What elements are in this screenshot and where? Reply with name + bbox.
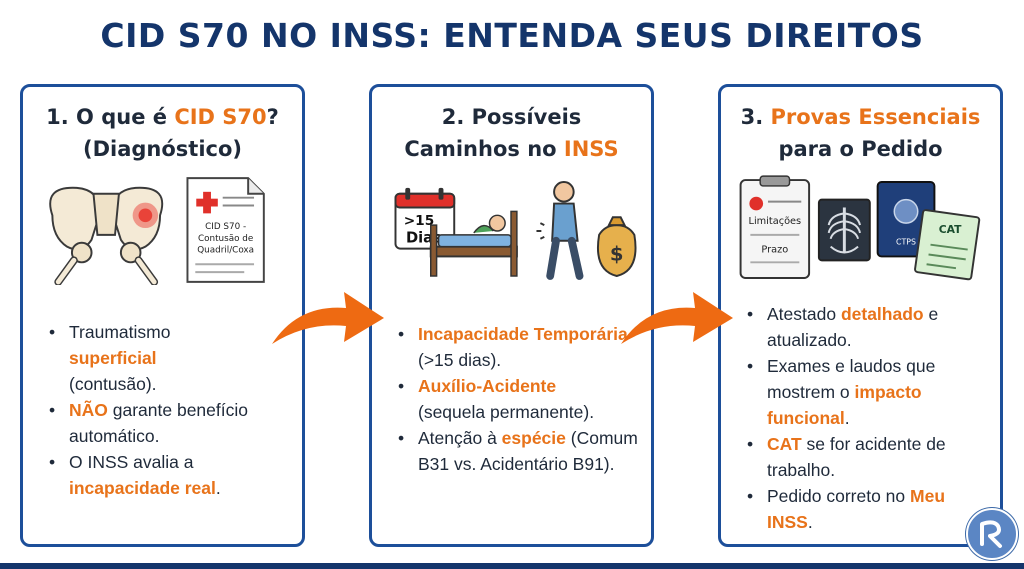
svg-text:Contusão de: Contusão de	[198, 234, 253, 244]
list-item: Atestado detalhado e atualizado.	[747, 301, 988, 353]
xray-icon	[817, 198, 871, 262]
list-item: CAT se for acidente de trabalho.	[747, 431, 988, 483]
injured-person-icon	[536, 181, 584, 280]
card1-illustration: CID S70 - Contusão de Quadril/Coxa	[49, 177, 265, 285]
svg-text:Quadril/Coxa: Quadril/Coxa	[197, 246, 254, 256]
page-title: CID S70 NO INSS: ENTENDA SEUS DIREITOS	[100, 16, 924, 55]
svg-text:CTPS: CTPS	[896, 238, 916, 247]
money-bag-icon: $	[597, 216, 637, 278]
card-cid-s70: 1. O que é CID S70? (Diagnóstico) CI	[20, 84, 305, 547]
bullet-list: Atestado detalhado e atualizado. Exames …	[747, 301, 988, 535]
svg-text:Prazo: Prazo	[761, 245, 788, 256]
svg-text:CAT: CAT	[939, 223, 962, 236]
medical-document-icon: CID S70 - Contusão de Quadril/Coxa	[186, 177, 265, 283]
arrow-right-icon	[621, 292, 733, 344]
card-provas-essenciais: 3. Provas Essenciais para o Pedido Limit…	[718, 84, 1003, 547]
card-caminhos-inss: 2. Possíveis Caminhos no INSS >15 Dias	[369, 84, 654, 547]
list-item: O INSS avalia a incapacidade real.	[49, 449, 290, 501]
bottom-bar	[0, 563, 1024, 569]
list-item: Auxílio-Acidente (sequela permanente).	[398, 373, 639, 425]
list-item: Incapacidade Temporária (>15 dias).	[398, 321, 639, 373]
pelvis-pain-icon	[49, 186, 164, 285]
brand-logo-icon	[966, 508, 1018, 560]
list-item: Traumatismo superficial (contusão).	[49, 319, 290, 397]
card2-illustration: >15 Dias $	[394, 181, 637, 280]
card-title: 3. Provas Essenciais para o Pedido	[740, 105, 981, 161]
bullet-list: Traumatismo superficial (contusão). NÃO …	[49, 319, 290, 501]
svg-text:Limitações: Limitações	[749, 216, 802, 227]
hospital-bed-icon	[429, 210, 518, 277]
bullet-list: Incapacidade Temporária (>15 dias). Auxí…	[398, 321, 639, 477]
card-title: 2. Possíveis Caminhos no INSS	[404, 105, 619, 161]
list-item: Exames e laudos que mostrem o impacto fu…	[747, 353, 988, 431]
list-item: Pedido correto no Meu INSS.	[747, 483, 988, 535]
cat-document-icon: CAT	[914, 209, 981, 281]
arrow-right-icon	[272, 292, 384, 344]
svg-text:$: $	[610, 242, 624, 265]
list-item: Atenção à espécie (Comum B31 vs. Acident…	[398, 425, 639, 477]
clipboard-icon: Limitações Prazo	[739, 175, 811, 279]
svg-text:>15: >15	[404, 213, 435, 229]
svg-text:CID S70 -: CID S70 -	[205, 222, 246, 232]
list-item: NÃO garante benefício automático.	[49, 397, 290, 449]
card3-illustration: Limitações Prazo CTPS CAT	[739, 175, 981, 281]
card-title: 1. O que é CID S70? (Diagnóstico)	[46, 105, 279, 161]
